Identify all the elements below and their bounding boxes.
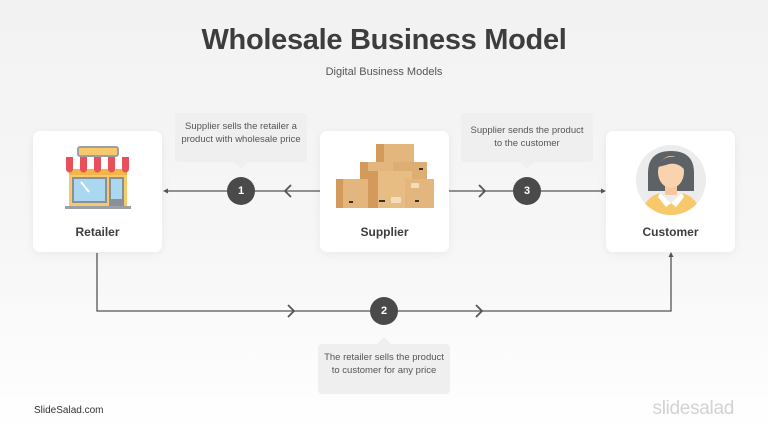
step-1-callout: Supplier sells the retailer a product wi… xyxy=(175,113,307,169)
woman-avatar-icon xyxy=(635,145,706,220)
step-1-text: Supplier sells the retailer a product wi… xyxy=(181,121,301,145)
step-2-badge: 2 xyxy=(370,297,398,325)
page-subtitle: Digital Business Models xyxy=(325,66,443,78)
arrowhead-icon xyxy=(163,188,168,194)
footer-website: SlideSalad.com xyxy=(34,405,104,416)
customer-card[interactable]: Customer xyxy=(606,131,735,252)
step-1-badge: 1 xyxy=(227,177,255,205)
boxes-icon xyxy=(335,143,435,214)
step-2-callout: The retailer sells the product to custom… xyxy=(318,337,450,394)
retailer-label: Retailer xyxy=(75,225,120,239)
step-2-text: The retailer sells the product to custom… xyxy=(324,352,444,376)
supplier-card[interactable]: Supplier xyxy=(320,131,449,252)
step-3-text: Supplier sends the product to the custom… xyxy=(470,125,584,149)
retailer-card[interactable]: Retailer xyxy=(33,131,162,252)
step-3-callout: Supplier sends the product to the custom… xyxy=(461,113,593,169)
footer-brand-logo: slidesalad xyxy=(652,398,735,419)
step-3-badge: 3 xyxy=(513,177,541,205)
store-icon xyxy=(63,145,133,218)
arrowhead-icon xyxy=(668,252,674,257)
arrowhead-icon xyxy=(601,188,606,194)
page-title: Wholesale Business Model xyxy=(201,24,567,56)
customer-label: Customer xyxy=(642,225,699,239)
supplier-label: Supplier xyxy=(360,225,409,239)
